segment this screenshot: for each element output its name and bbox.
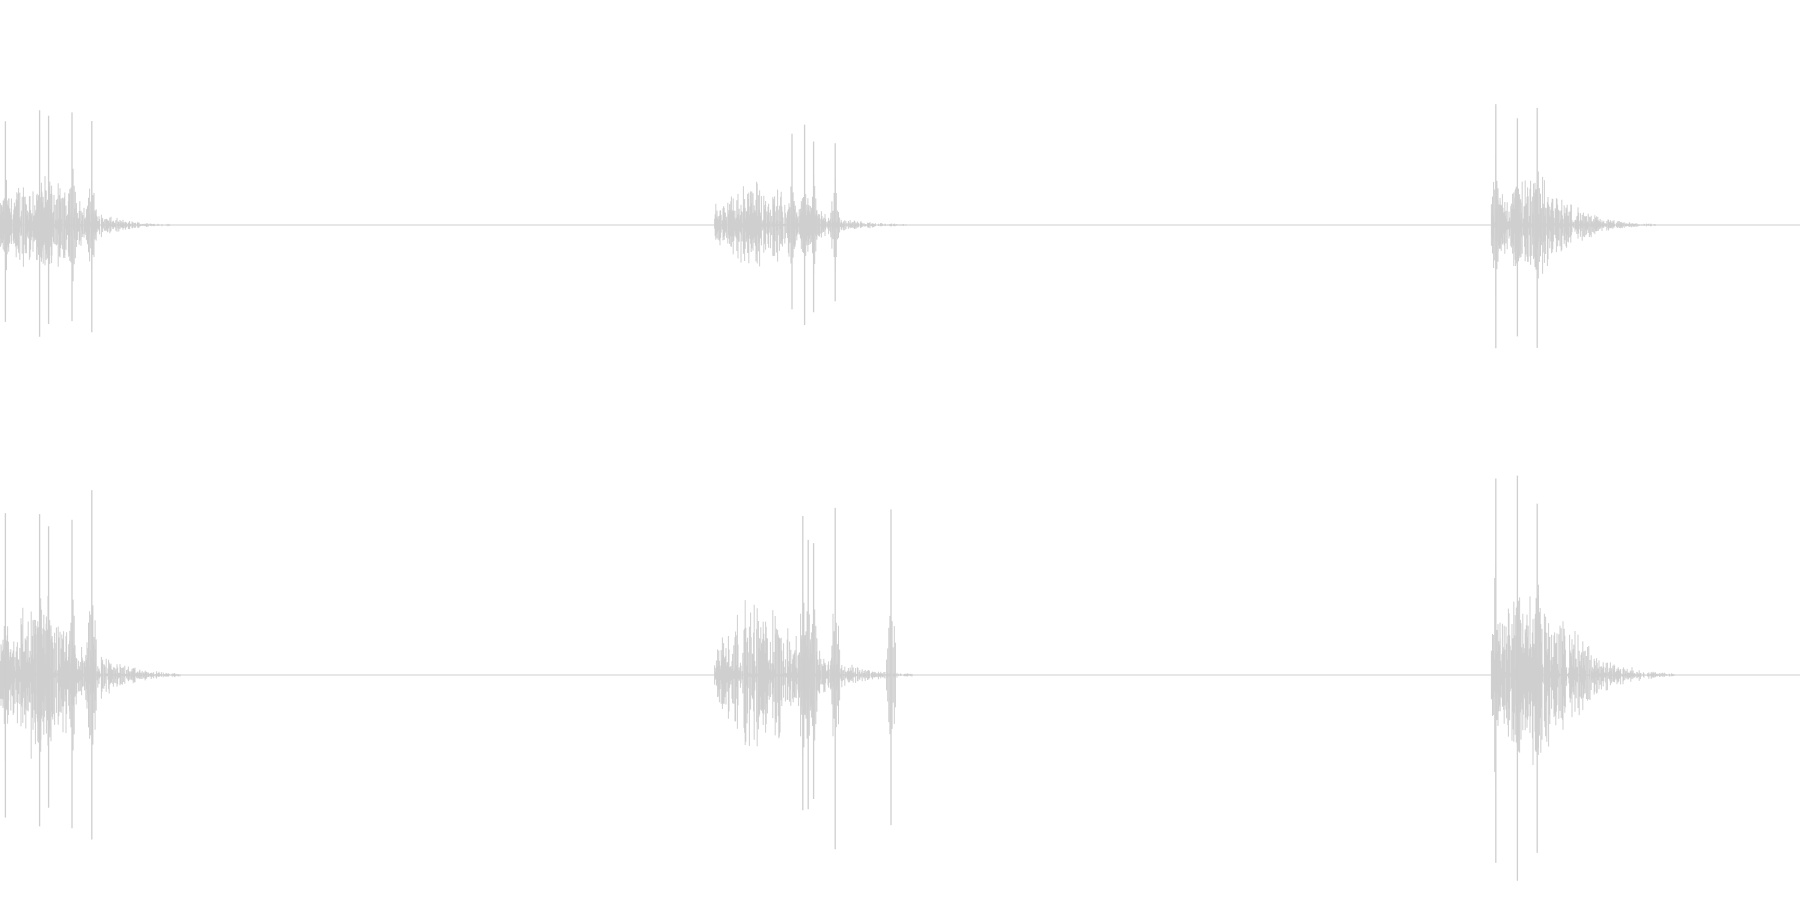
waveform-burst [714,507,915,850]
waveform-burst [714,124,909,325]
waveform-burst [0,490,181,840]
waveform-burst-body [0,176,171,274]
waveform-channel-1 [0,104,1800,349]
waveform-burst [1490,475,1675,881]
waveform-channel-2 [0,475,1800,881]
waveform-burst [0,110,171,337]
waveform-burst [1490,104,1657,349]
